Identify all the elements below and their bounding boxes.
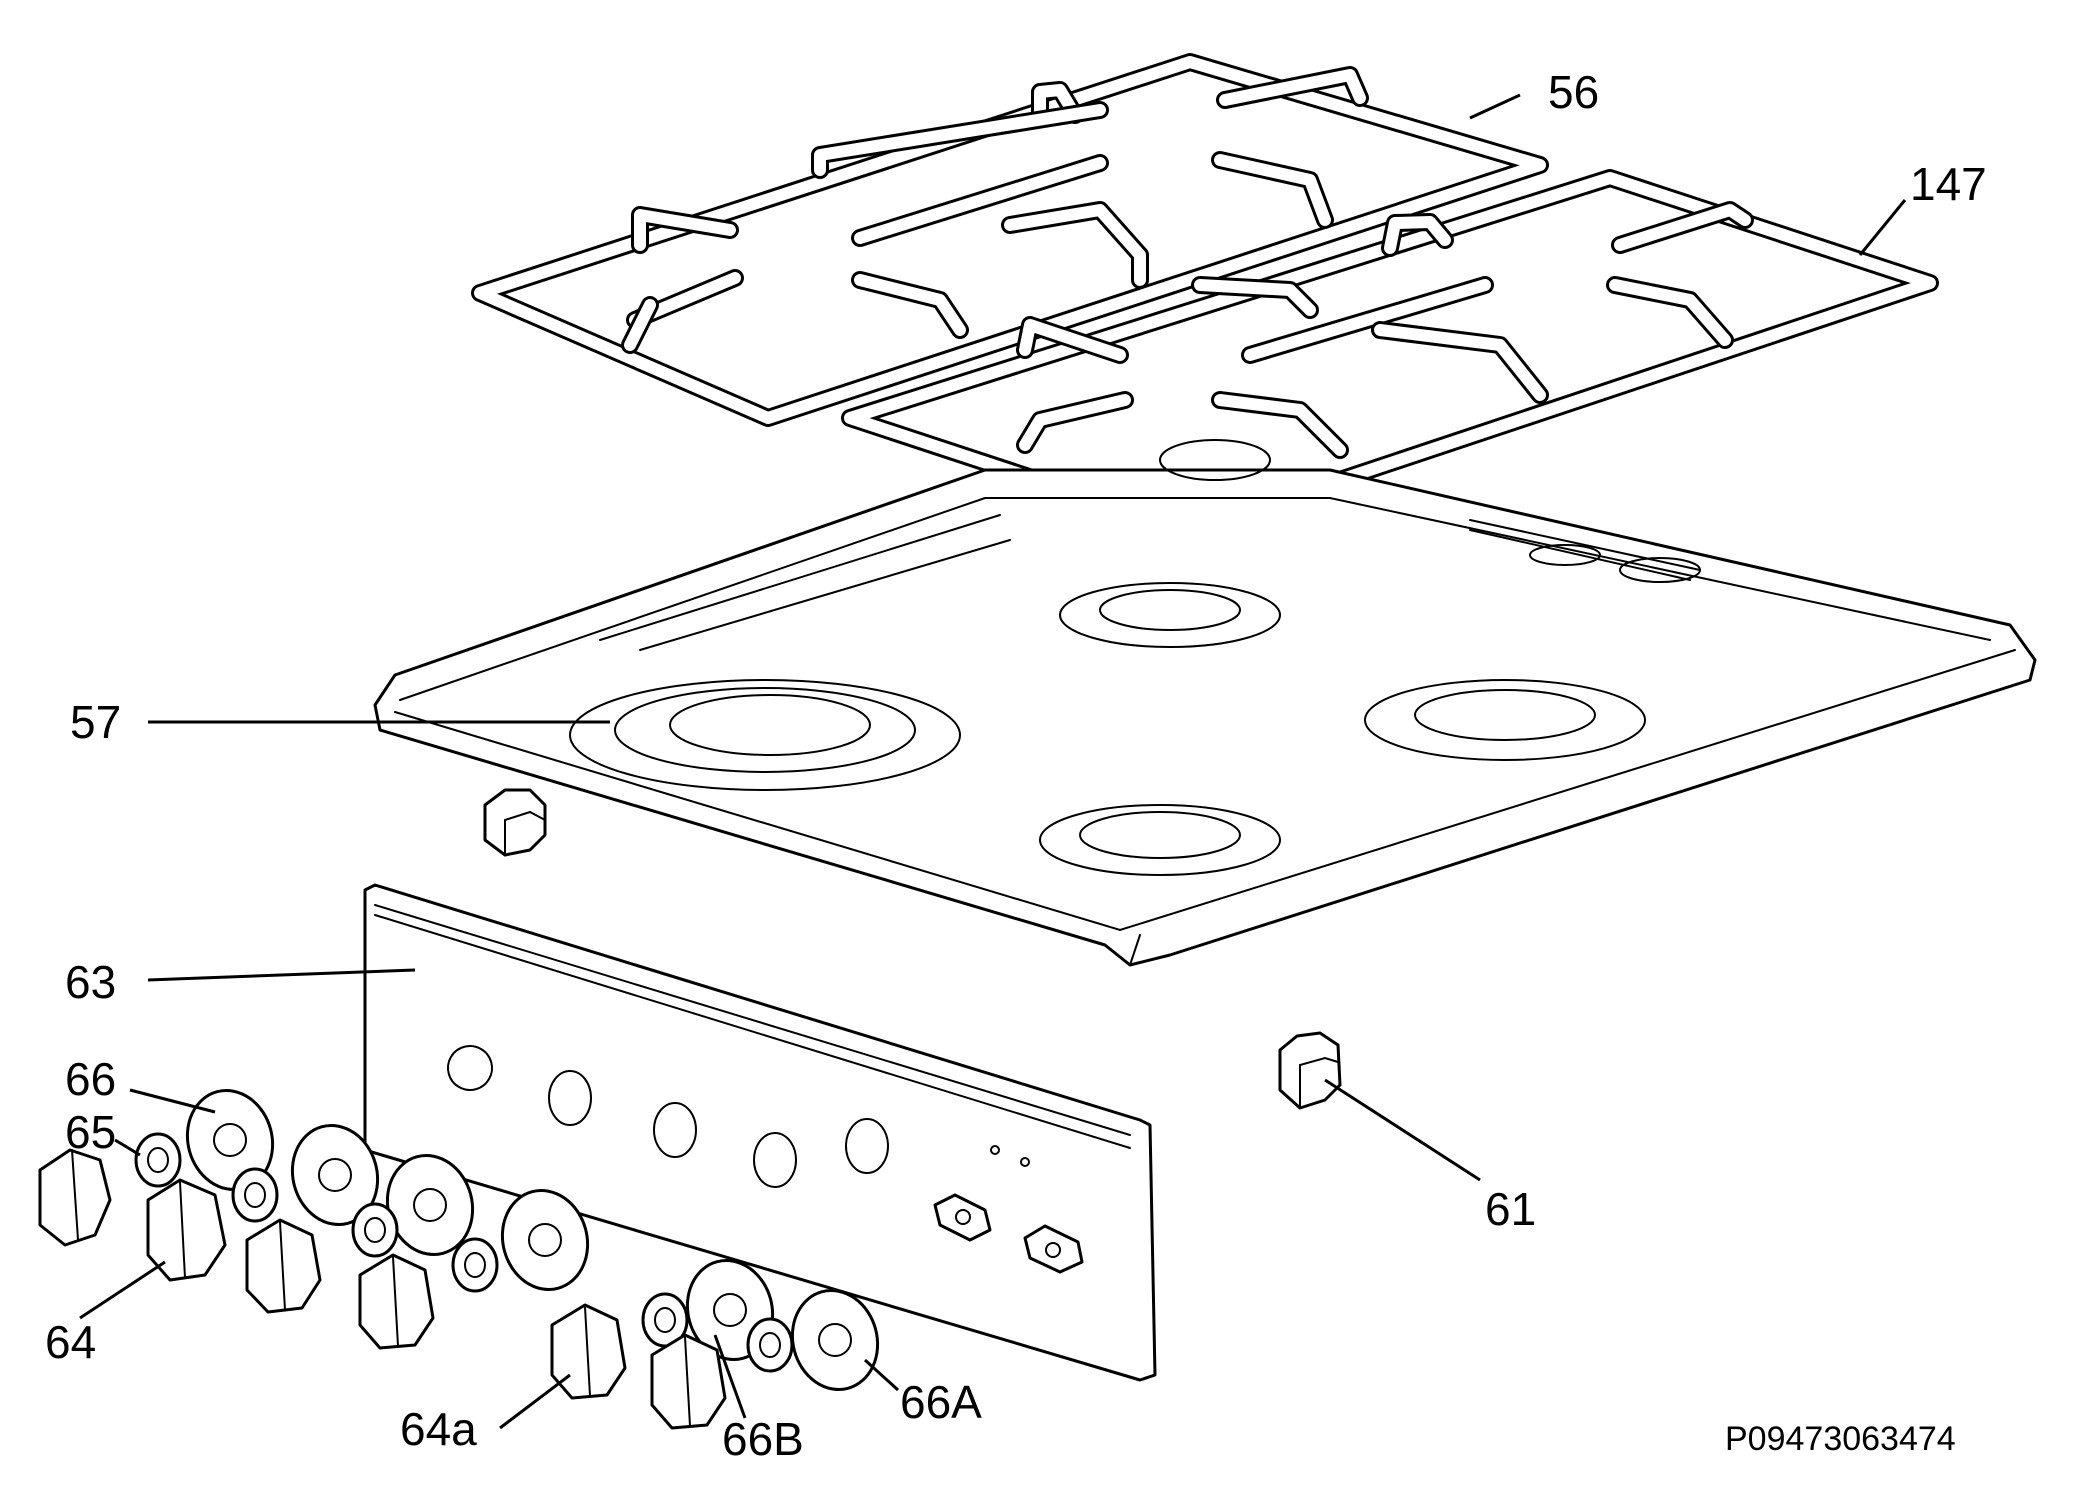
label-61: 61 — [1485, 1183, 1536, 1235]
bracket-left — [483, 788, 547, 857]
pan-support-grid-56 — [471, 53, 1549, 427]
label-66b: 66B — [722, 1413, 804, 1465]
bracket-61 — [1278, 1031, 1342, 1110]
control-knob — [146, 1178, 227, 1282]
label-64: 64 — [45, 1316, 96, 1368]
label-63: 63 — [65, 956, 116, 1008]
label-147: 147 — [1910, 158, 1987, 210]
knob-ring — [290, 1123, 380, 1227]
label-57: 57 — [70, 696, 121, 748]
leader-lines — [79, 93, 1907, 1430]
label-64a: 64a — [400, 1403, 477, 1455]
label-56: 56 — [1548, 66, 1599, 118]
control-knobs — [38, 1148, 727, 1430]
drawing-code: P09473063474 — [1725, 1420, 1956, 1458]
knob-ring-a — [790, 1288, 880, 1392]
label-66a: 66A — [900, 1376, 982, 1428]
hob-top-57 — [373, 439, 2037, 967]
label-66: 66 — [65, 1053, 116, 1105]
label-65: 65 — [65, 1106, 116, 1158]
control-panel-63 — [363, 883, 1157, 1382]
knob-ring — [500, 1188, 590, 1292]
part-labels: 56 147 57 63 66 65 64 64a 66B 66A 61 P09… — [45, 66, 1987, 1465]
knob-springs — [134, 1132, 794, 1373]
